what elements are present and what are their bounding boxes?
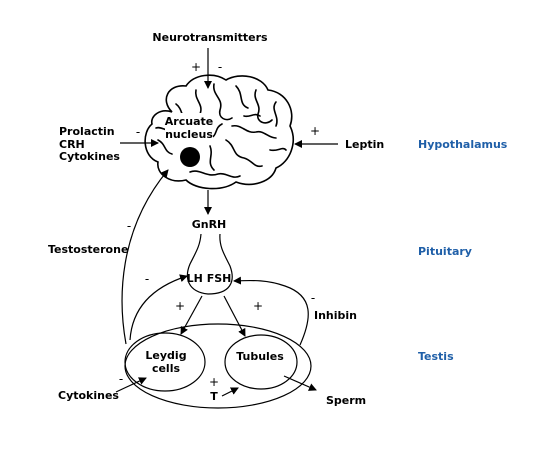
arcuate-label-line2: nucleus — [165, 128, 213, 141]
testosterone-label: Testosterone — [48, 243, 128, 256]
lh-plus-sign: + — [175, 299, 185, 313]
lh-to-leydig-arrow — [180, 295, 203, 335]
testis-level-label: Testis — [418, 350, 454, 363]
leydig-label-line2: cells — [152, 362, 181, 375]
neurotransmitters-plus-sign: + — [191, 60, 201, 74]
prolactin-minus-sign: - — [136, 125, 140, 139]
gnrh-label: GnRH — [192, 218, 227, 231]
cytokines-to-leydig-arrow — [115, 377, 147, 393]
prolactin-label: Prolactin — [59, 125, 115, 138]
neurotransmitters-label: Neurotransmitters — [152, 31, 268, 44]
testosterone-to-pituitary-arrow — [129, 274, 188, 341]
cytokines-bottom-label: Cytokines — [58, 389, 119, 402]
arcuate-nucleus-dot — [180, 147, 200, 167]
leptin-label: Leptin — [345, 138, 384, 151]
testosterone-to-hypothalamus-arrow — [121, 169, 169, 345]
leydig-label-line1: Leydig — [145, 349, 186, 362]
inhibin-to-pituitary-arrow — [233, 276, 309, 346]
hypothalamus-level-label: Hypothalamus — [418, 138, 508, 151]
tubules-compartment — [224, 334, 298, 390]
testosterone-minus-upper: - — [127, 219, 131, 233]
fsh-plus-sign: + — [253, 299, 263, 313]
t-to-tubules-arrow — [221, 387, 239, 397]
pituitary-level-label: Pituitary — [418, 245, 472, 258]
sperm-label: Sperm — [326, 394, 366, 407]
inhibin-label: Inhibin — [314, 309, 357, 322]
pituitary-gland — [186, 233, 233, 295]
t-label: T — [210, 390, 218, 403]
arcuate-label-line1: Arcuate — [165, 115, 213, 128]
crh-label: CRH — [59, 138, 85, 151]
t-plus-sign: + — [209, 375, 219, 389]
sperm-arrow — [283, 375, 317, 391]
inhibin-minus-sign: - — [311, 291, 315, 305]
fsh-to-tubules-arrow — [223, 295, 246, 337]
testosterone-minus-lower: - — [145, 272, 149, 286]
cytokines-top-label: Cytokines — [59, 150, 120, 163]
leptin-plus-sign: + — [310, 124, 320, 138]
leydig-cells-compartment — [124, 332, 206, 392]
lh-fsh-label: LH FSH — [187, 272, 232, 285]
neurotransmitters-minus-sign: - — [218, 60, 222, 74]
cytokines-minus-sign: - — [119, 372, 123, 386]
arcuate-label-box — [165, 113, 213, 142]
tubules-label: Tubules — [236, 350, 284, 363]
